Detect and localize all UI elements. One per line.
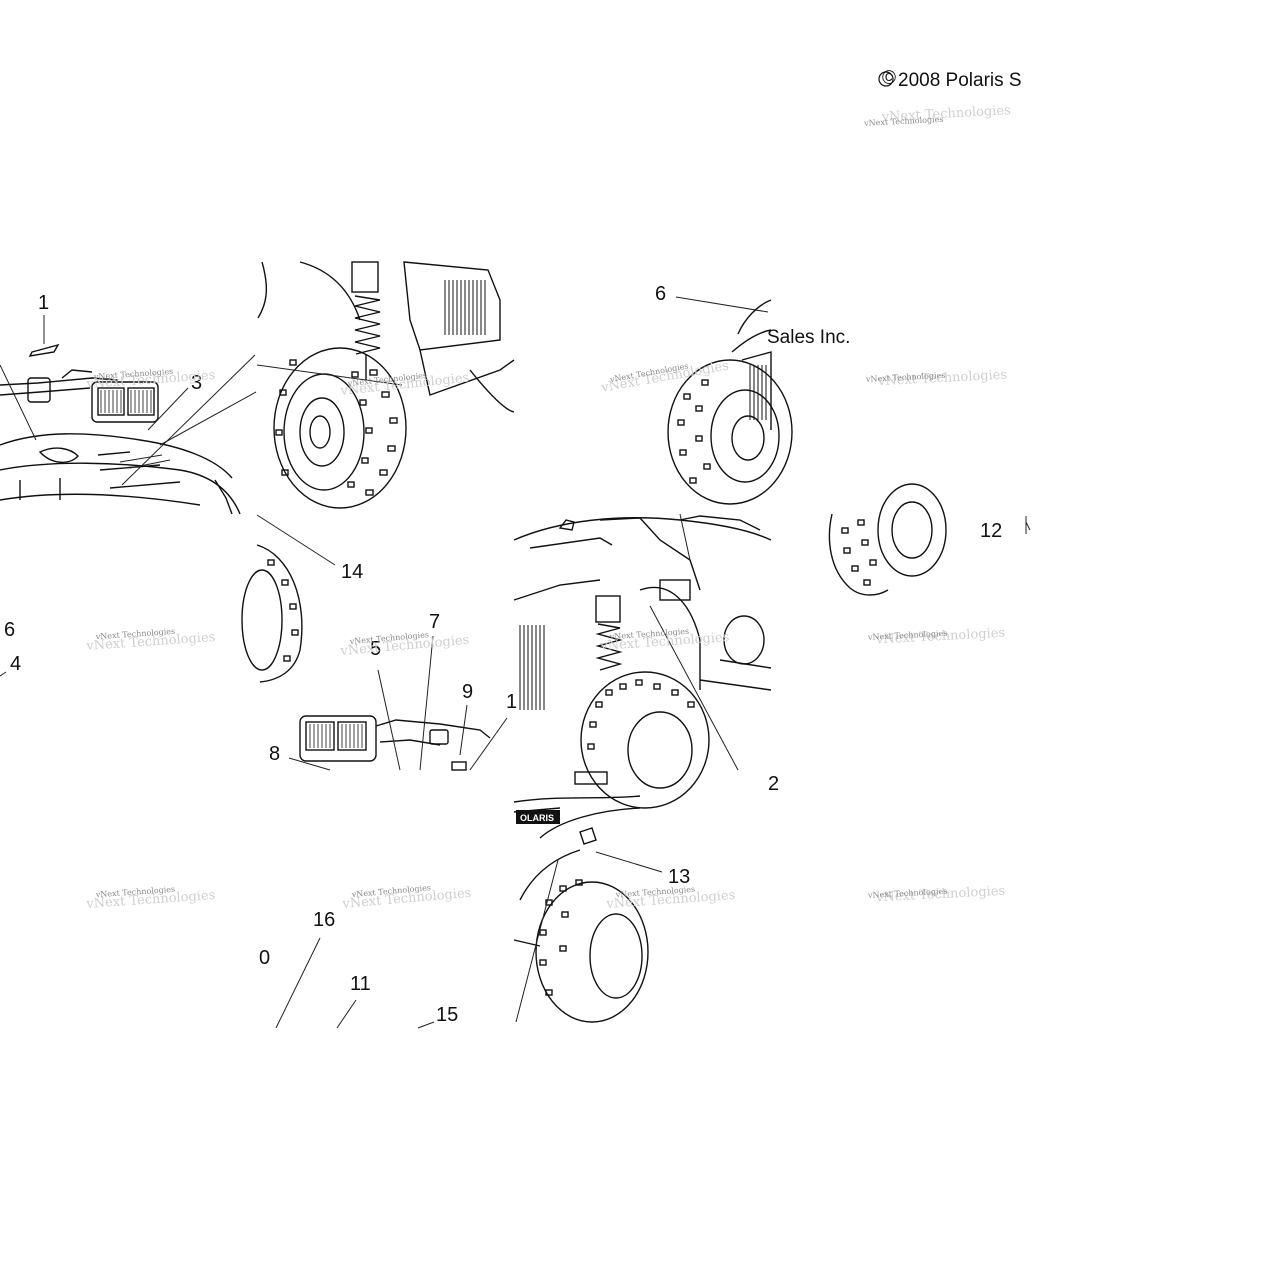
tile-rear-fender: OLARIS xyxy=(513,771,663,1023)
watermark-text: vNext Technologies xyxy=(877,368,1008,390)
watermarks: vNext Technologies vNext Technologies vN… xyxy=(85,103,1011,912)
copyright-line: © 2008 Polaris S Sales Inc. xyxy=(767,68,1022,348)
tile-front-right-wheel xyxy=(667,296,793,505)
watermark-text: vNext Technologies xyxy=(865,371,946,384)
watermark-text: vNext Technologies xyxy=(875,626,1006,648)
callout-label: 6 xyxy=(655,283,666,305)
callout-label: 7 xyxy=(429,611,440,633)
watermark-text: vNext Technologies xyxy=(863,115,944,128)
watermark-text: vNext Technologies xyxy=(875,884,1006,906)
callout-label: 14 xyxy=(341,561,363,583)
callout-label: 5 xyxy=(370,638,381,660)
watermark-text: vNext Technologies xyxy=(867,629,948,642)
callout-label: 12 xyxy=(980,520,1002,542)
callout-label: 2 xyxy=(768,773,779,795)
callout-label: 0 xyxy=(259,947,270,969)
tile-headlight-pod xyxy=(241,514,508,771)
callout-label: 1 xyxy=(506,691,517,713)
tile-side-body xyxy=(513,513,772,809)
tile-front-wheel-shock xyxy=(256,261,515,509)
tile-lower-leaders xyxy=(0,671,435,1029)
callout-label: 16 xyxy=(313,909,335,931)
callout-label: 3 xyxy=(191,372,202,394)
callout-label: 4 xyxy=(10,653,21,675)
callout-label: 11 xyxy=(350,973,371,995)
watermark-text: vNext Technologies xyxy=(880,103,1011,125)
callout-label: 9 xyxy=(462,681,473,703)
callout-labels: 1 3 6 14 6 4 5 7 9 1 8 2 12 13 16 0 11 1… xyxy=(4,283,1027,1026)
callout-label: 15 xyxy=(436,1004,458,1026)
svg-text:OLARIS: OLARIS xyxy=(520,813,554,823)
callout-label: 8 xyxy=(269,743,280,765)
copyright-text-part1: 2008 Polaris S xyxy=(898,70,1022,91)
copyright-symbol: © xyxy=(882,68,896,89)
callout-label: 6 xyxy=(4,619,15,641)
watermark-text: vNext Technologies xyxy=(867,887,948,900)
tile-handlebar-headlight xyxy=(0,315,257,515)
tile-rear-wheel xyxy=(828,483,1031,596)
callout-label: 13 xyxy=(668,866,690,888)
copyright-text-part2: Sales Inc. xyxy=(767,327,850,348)
callout-label: 1 xyxy=(38,292,49,314)
